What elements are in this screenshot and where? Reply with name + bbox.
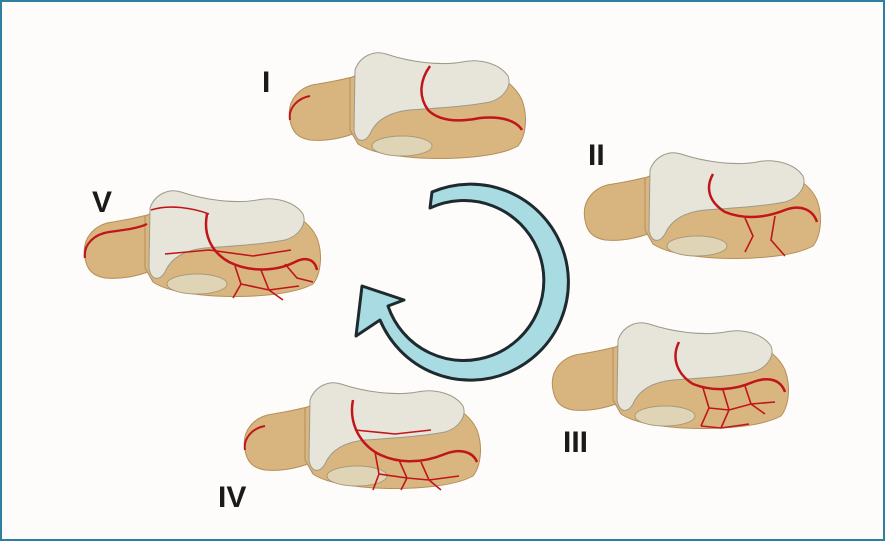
talus-type-v [84, 191, 320, 300]
label-type-iv: IV [218, 481, 246, 514]
label-type-ii: II [588, 139, 605, 172]
label-type-i: I [262, 66, 270, 99]
label-type-v: V [92, 186, 112, 219]
talus-type-iv [244, 383, 480, 490]
talus-type-iii [552, 323, 788, 429]
talus-type-ii [584, 153, 820, 259]
label-type-iii: III [563, 426, 588, 459]
talus-type-i [289, 53, 525, 159]
rotation-arrow [356, 184, 568, 380]
